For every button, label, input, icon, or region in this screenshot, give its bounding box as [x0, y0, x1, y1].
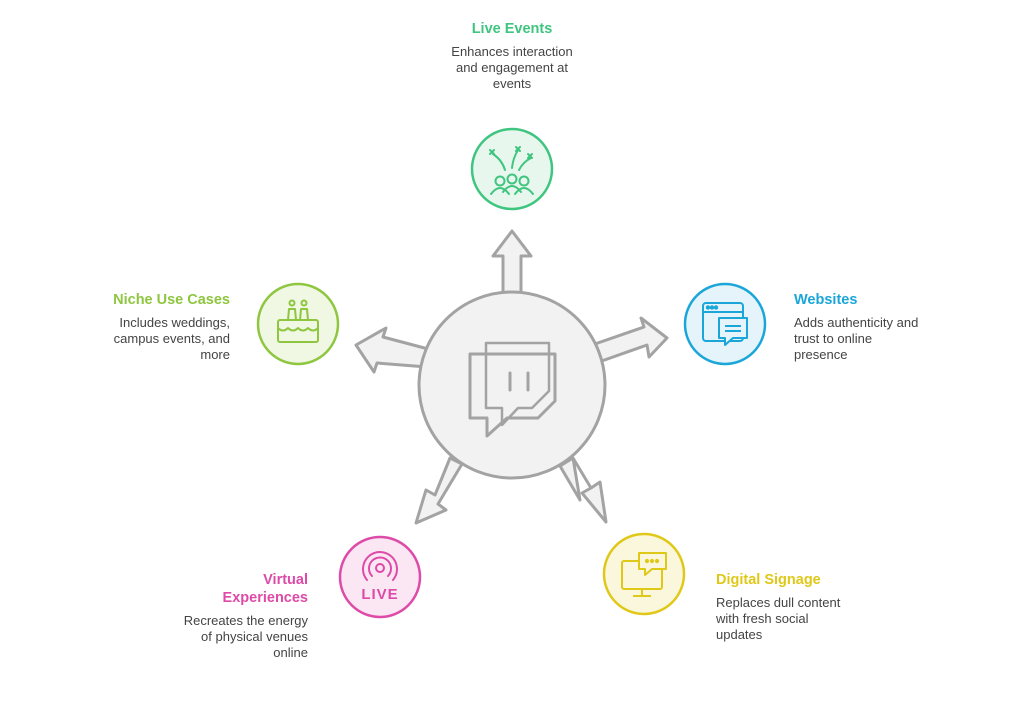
description-line: campus events, and	[113, 330, 230, 346]
description-line: Recreates the energy	[183, 613, 308, 628]
wedding-cake-icon	[277, 299, 319, 343]
niche-use-cases-description: Includes weddings, campus events, and mo…	[50, 315, 230, 363]
arrow-to-websites	[590, 316, 669, 365]
description-line: presence	[794, 346, 848, 362]
description-line: online	[273, 645, 308, 660]
monitor-chat-icon	[621, 552, 667, 597]
description-line: Replaces dull content	[716, 594, 841, 610]
description-line: events	[492, 75, 532, 91]
niche-use-cases-label: Niche Use Cases Includes weddings, campu…	[50, 292, 230, 363]
digital-signage-label: Digital Signage Replaces dull content wi…	[716, 572, 896, 643]
virtual-experiences-label: Virtual Experiences Recreates the energy…	[128, 571, 308, 661]
description-line: and engagement at	[455, 59, 569, 75]
websites-label: Websites Adds authenticity and trust to …	[794, 292, 974, 363]
live-events-description: Enhances interaction and engagement at e…	[432, 44, 592, 92]
browser-chat-icon	[702, 302, 748, 346]
twitch-chat-icon	[468, 341, 557, 438]
websites-title: Websites	[794, 292, 858, 308]
description-line: Includes weddings,	[119, 314, 230, 330]
live-icon-text: LIVE	[361, 586, 398, 603]
hub-circle	[417, 290, 607, 480]
title-line: Experiences	[222, 590, 308, 606]
arrow-to-niche-use-cases	[354, 326, 434, 374]
description-line: Adds authenticity and	[794, 314, 919, 330]
description-line: trust to online	[794, 330, 873, 346]
arrow-to-virtual-experiences	[414, 456, 464, 525]
description-line: with fresh social	[716, 610, 809, 626]
title-line: Virtual	[263, 572, 308, 588]
live-broadcast-icon	[362, 551, 398, 581]
description-line: of physical venues	[201, 629, 308, 644]
niche-use-cases-title: Niche Use Cases	[113, 292, 230, 308]
digital-signage-node	[602, 532, 686, 616]
virtual-experiences-title: Virtual Experiences	[128, 571, 308, 607]
live-events-title: Live Events	[471, 21, 553, 37]
description-line: more	[200, 346, 230, 362]
digital-signage-title: Digital Signage	[716, 572, 821, 588]
virtual-experiences-node: LIVE	[338, 535, 422, 619]
websites-description: Adds authenticity and trust to online pr…	[794, 315, 974, 363]
virtual-experiences-description: Recreates the energy of physical venues …	[128, 613, 308, 661]
digital-signage-description: Replaces dull content with fresh social …	[716, 595, 896, 643]
description-line: updates	[716, 626, 763, 642]
arrow-to-digital-signage	[558, 456, 608, 524]
live-events-label: Live Events Enhances interaction and eng…	[432, 21, 592, 92]
niche-use-cases-node	[256, 282, 340, 366]
live-events-node	[470, 127, 554, 211]
description-line: Enhances interaction	[451, 43, 573, 59]
websites-node	[683, 282, 767, 366]
crowd-fireworks-icon	[489, 146, 534, 195]
